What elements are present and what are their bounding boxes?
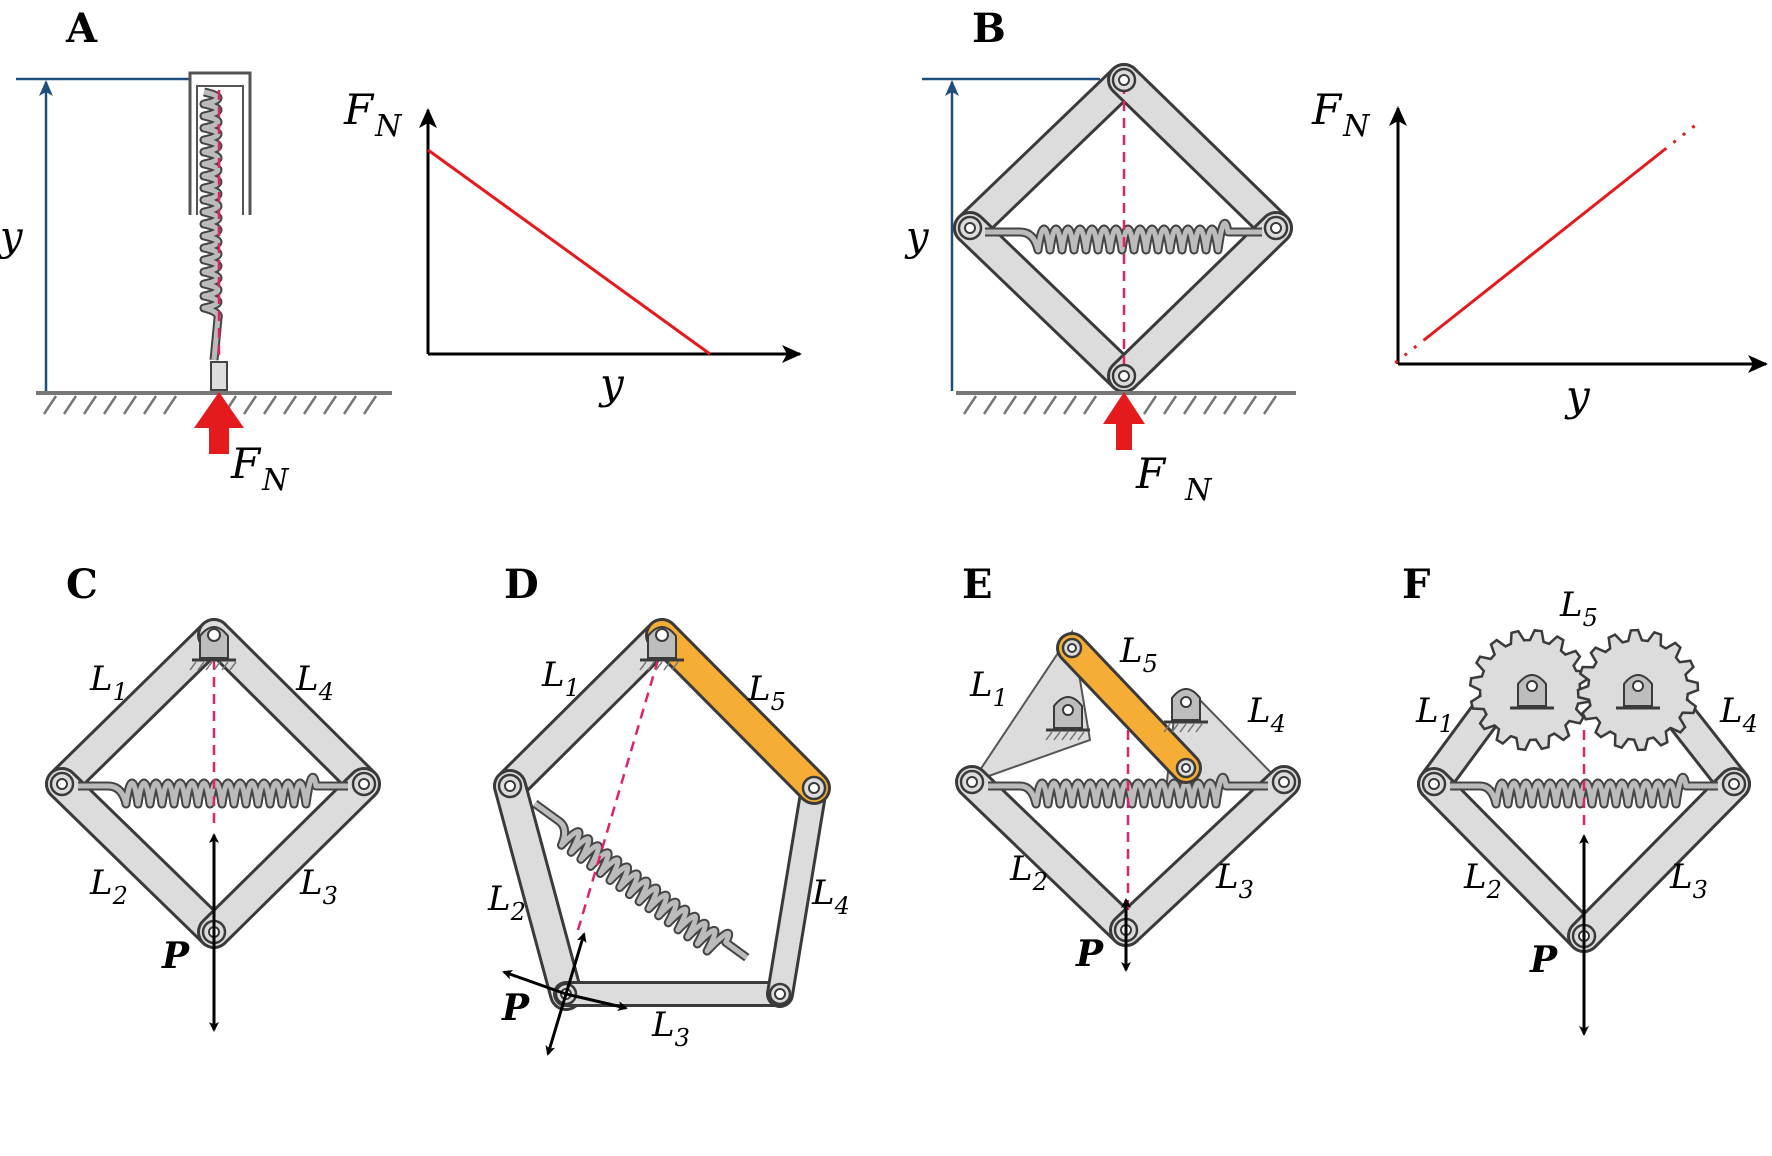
load-label-c: P xyxy=(161,935,190,977)
vertical-spring xyxy=(199,87,223,361)
ground-hatch-b xyxy=(962,395,1278,415)
link-label-f-l3: L3 xyxy=(1669,857,1708,904)
y-dimension-label: y xyxy=(0,214,24,260)
panel-f-letter: F xyxy=(1402,561,1430,608)
panel-d-letter: D xyxy=(504,561,539,608)
link-label-c-l1: L1 xyxy=(89,659,128,706)
link-label-d-l2: L2 xyxy=(487,879,526,926)
link-label-e-l1: L1 xyxy=(969,665,1008,712)
diagonal-spring-d xyxy=(532,799,750,962)
panel-a-letter: A xyxy=(65,5,98,52)
graph-a: FN y xyxy=(343,85,802,408)
link-label-f-l1: L1 xyxy=(1415,691,1454,738)
panel-a: A y FN xyxy=(0,5,392,498)
spring-housing-inner xyxy=(196,85,244,215)
fixed-support-d xyxy=(639,626,684,671)
normal-force-arrow-b xyxy=(1103,392,1145,450)
horizontal-spring-f xyxy=(1450,772,1718,809)
highlight-link-d-l5 xyxy=(648,621,828,802)
rhombus-linkage-c xyxy=(45,618,381,949)
link-label-d-l5: L5 xyxy=(747,669,786,716)
link-label-e-l5: L5 xyxy=(1119,631,1158,678)
panel-c: C P xyxy=(45,561,381,1032)
horizontal-spring-e xyxy=(988,772,1268,809)
horizontal-spring-c xyxy=(78,772,348,809)
link-label-c-l4: L4 xyxy=(295,659,334,706)
panel-d: D xyxy=(487,561,850,1056)
pentagon-linkage-d xyxy=(493,618,831,1011)
panel-e-letter: E xyxy=(962,561,993,608)
graph-a-series-line xyxy=(427,148,711,356)
graph-a-xlabel: y xyxy=(598,359,625,408)
spring-foot xyxy=(210,361,228,391)
link-label-e-l3: L3 xyxy=(1215,857,1254,904)
link-label-e-l2: L2 xyxy=(1009,849,1048,896)
graph-b-ylabel: FN xyxy=(1311,85,1371,144)
graph-b-series-extension-high xyxy=(1663,122,1699,152)
load-label-f: P xyxy=(1529,939,1558,981)
y-dimension-label-b: y xyxy=(904,214,930,260)
load-label-d: P xyxy=(501,987,530,1029)
load-arrow-left-d xyxy=(502,969,567,996)
graph-b: FN y xyxy=(1311,85,1768,420)
graph-b-series-line xyxy=(1423,148,1665,342)
centerline-d xyxy=(576,659,660,931)
load-arrow-down-d xyxy=(545,993,568,1056)
link-label-f-l2: L2 xyxy=(1463,857,1502,904)
normal-force-arrow-a xyxy=(194,392,244,454)
link-label-d-l1: L1 xyxy=(541,655,580,702)
rhombus-linkage-e xyxy=(955,765,1301,947)
graph-b-series-extension-low xyxy=(1394,338,1425,364)
link-label-f-l4: L4 xyxy=(1719,691,1758,738)
load-arrow-up-d xyxy=(564,932,587,995)
panel-c-letter: C xyxy=(66,561,98,608)
link-label-c-l2: L2 xyxy=(89,863,128,910)
panel-b: B y xyxy=(904,5,1296,508)
fixed-support-c xyxy=(189,626,237,671)
highlight-link-e-l5 xyxy=(1059,635,1199,781)
graph-b-xlabel: y xyxy=(1564,371,1591,420)
load-label-e: P xyxy=(1075,933,1104,975)
rhombus-linkage-b xyxy=(953,63,1293,393)
fixed-support-e-right xyxy=(1163,688,1208,733)
graph-a-ylabel: FN xyxy=(343,85,403,144)
panel-e: E xyxy=(955,561,1301,975)
force-label-a: FN xyxy=(230,439,290,498)
panel-f: F xyxy=(1402,561,1758,1036)
ground-hatch-a xyxy=(42,395,378,415)
link-label-d-l3: L3 xyxy=(651,1005,690,1052)
load-arrow-right-d xyxy=(565,992,628,1012)
left-plate-e xyxy=(969,629,1092,784)
link-label-c-l3: L3 xyxy=(299,863,338,910)
horizontal-spring-b xyxy=(985,218,1262,255)
fixed-support-e-left xyxy=(1045,696,1090,741)
link-label-f-l5: L5 xyxy=(1559,585,1598,632)
spring-housing xyxy=(188,71,252,215)
pins-b xyxy=(957,67,1289,389)
gear-supports-f xyxy=(1510,674,1660,710)
link-label-e-l4: L4 xyxy=(1247,691,1286,738)
link-label-d-l4: L4 xyxy=(811,873,850,920)
panel-b-letter: B xyxy=(972,5,1006,52)
